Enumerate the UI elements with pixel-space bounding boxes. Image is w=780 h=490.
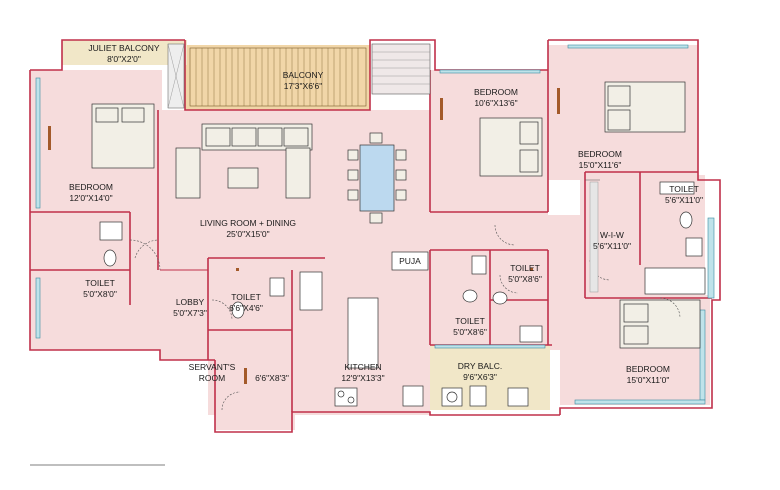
windows <box>35 44 715 405</box>
doors <box>48 88 681 411</box>
bedroom-furniture <box>91 81 701 349</box>
walk-in-wardrobe-size: 5'6"X11'0" <box>593 241 631 251</box>
dry-balcony-size: 9'6"X6'3" <box>463 372 497 382</box>
puja-box <box>391 251 429 271</box>
bedroom-west-name: BEDROOM <box>69 182 113 192</box>
lobby-name: LOBBY <box>176 297 205 307</box>
living-dining-name: LIVING ROOM + DINING <box>200 218 296 228</box>
bedroom-southeast-size: 15'0"X11'0" <box>627 375 670 385</box>
toilet-west-size: 5'0"X8'0" <box>83 289 117 299</box>
living-furniture <box>175 123 407 224</box>
servants-room-size: 6'6"X8'3" <box>255 373 289 383</box>
room-labels: JULIET BALCONY 8'0"X2'0" BALCONY 17'3"X6… <box>69 43 703 385</box>
fixtures <box>99 181 706 407</box>
toilet-center-upper-size: 5'0"X8'6" <box>508 274 542 284</box>
toilet-center-upper-name: TOILET <box>510 263 540 273</box>
juliet-balcony-size: 8'0"X2'0" <box>107 54 141 64</box>
lobby-size: 5'0"X7'3" <box>173 308 207 318</box>
bedroom-center-size: 10'6"X13'6" <box>474 98 517 108</box>
juliet-balcony-name: JULIET BALCONY <box>88 43 160 53</box>
toilet-center-lower-size: 5'0"X8'6" <box>453 327 487 337</box>
balcony-grille <box>167 43 431 109</box>
kitchen-size: 12'9"X13'3" <box>341 373 384 383</box>
bedroom-west-size: 12'0"X14'0" <box>69 193 112 203</box>
servants-room-name2: ROOM <box>199 373 225 383</box>
balcony-size: 17'3"X6'6" <box>284 81 323 91</box>
toilet-center-lower-name: TOILET <box>455 316 485 326</box>
bedroom-southeast-name: BEDROOM <box>626 364 670 374</box>
kitchen-name: KITCHEN <box>344 362 381 372</box>
servants-room-name: SERVANT'S <box>189 362 236 372</box>
toilet-lobby-size: 6'6"X4'6" <box>229 303 263 313</box>
puja-name: PUJA <box>399 256 421 266</box>
balcony-name: BALCONY <box>283 70 324 80</box>
toilet-lobby-name: TOILET <box>231 292 261 302</box>
bedroom-east-name: BEDROOM <box>578 149 622 159</box>
toilet-west-name: TOILET <box>85 278 115 288</box>
toilet-east-name: TOILET <box>669 184 699 194</box>
toilet-east-size: 5'6"X11'0" <box>665 195 703 205</box>
dry-balcony-name: DRY BALC. <box>458 361 503 371</box>
bedroom-east-size: 15'0"X11'6" <box>579 160 622 170</box>
living-dining-size: 25'0"X15'0" <box>226 229 269 239</box>
walls <box>29 39 721 433</box>
bedroom-center-name: BEDROOM <box>474 87 518 97</box>
walk-in-wardrobe-name: W-I-W <box>600 230 624 240</box>
